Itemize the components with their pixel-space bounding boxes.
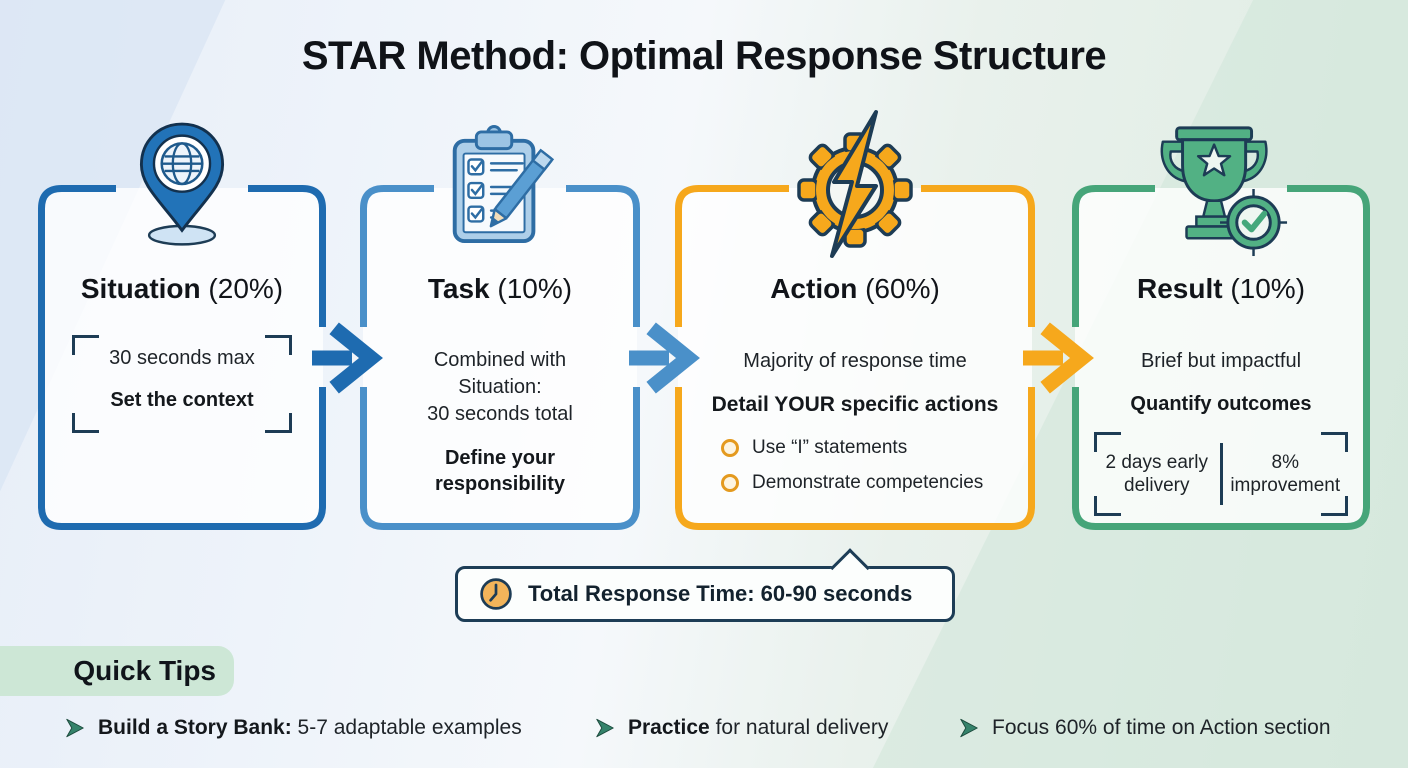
total-time-text: Total Response Time: 60-90 seconds xyxy=(528,581,913,606)
situation-box-border xyxy=(38,185,326,530)
tip-chevron-icon xyxy=(960,718,978,738)
situation-goal: Set the context xyxy=(110,389,254,411)
action-bullet-list: Use “I” statements Demonstrate competenc… xyxy=(721,437,983,494)
metric-divider xyxy=(1219,443,1223,505)
task-box-border xyxy=(360,185,640,530)
result-goal: Quantify outcomes xyxy=(1130,393,1312,415)
map-pin-globe-icon xyxy=(139,122,225,246)
result-box: Result (10%) Brief but impactful Quantif… xyxy=(1072,185,1370,530)
action-box: Action (60%) Majority of response time D… xyxy=(675,185,1035,530)
result-metric-1: 2 days early delivery xyxy=(1105,452,1208,496)
action-bullet-1: Use “I” statements xyxy=(721,437,983,459)
arrow-task-to-action-icon xyxy=(629,322,700,394)
tip-chevron-icon xyxy=(66,718,84,738)
bullet-ring-icon xyxy=(721,439,739,457)
situation-box: Situation (20%) 30 seconds max Set the c… xyxy=(38,185,326,530)
task-duration: Combined with Situation: 30 seconds tota… xyxy=(427,349,573,425)
result-metric-2: 8% improvement xyxy=(1230,452,1341,496)
clock-icon xyxy=(480,578,512,610)
action-box-border xyxy=(675,185,1035,530)
action-goal: Detail YOUR specific actions xyxy=(711,393,999,416)
tip-focus-action: Focus 60% of time on Action section xyxy=(958,712,1331,744)
bullet-ring-icon xyxy=(721,474,739,492)
action-bullet-2: Demonstrate competencies xyxy=(721,472,983,494)
task-goal: Define your responsibility xyxy=(434,447,566,495)
situation-frame-brackets: 30 seconds max Set the context xyxy=(72,335,292,433)
result-style: Brief but impactful xyxy=(1140,350,1302,372)
action-duration: Majority of response time xyxy=(743,350,967,372)
result-metrics-frame: 2 days early delivery 8% improvement xyxy=(1094,432,1348,516)
quick-tips-heading: Quick Tips xyxy=(0,646,234,696)
gear-lightning-icon xyxy=(797,110,913,258)
clipboard-checklist-icon xyxy=(452,125,555,244)
total-time-callout: Total Response Time: 60-90 seconds xyxy=(455,548,955,622)
tip-practice: Practice for natural delivery xyxy=(594,712,888,744)
arrow-action-to-result-icon xyxy=(1023,322,1094,394)
result-box-border xyxy=(1072,185,1370,530)
situation-duration: 30 seconds max xyxy=(109,347,255,369)
situation-heading: Situation (20%) xyxy=(80,273,284,304)
arrow-situation-to-task-icon xyxy=(312,322,383,394)
trophy-target-icon xyxy=(1160,126,1288,257)
tip-chevron-icon xyxy=(596,718,614,738)
result-heading: Result (10%) xyxy=(1136,273,1306,304)
task-heading: Task (10%) xyxy=(427,273,573,304)
tip-story-bank: Build a Story Bank: 5-7 adaptable exampl… xyxy=(64,712,522,744)
action-heading: Action (60%) xyxy=(770,273,940,304)
page-title: STAR Method: Optimal Response Structure xyxy=(301,34,1107,78)
task-box: Task (10%) Combined with Situation: 30 s… xyxy=(360,185,640,530)
task-box-fill xyxy=(363,188,637,527)
